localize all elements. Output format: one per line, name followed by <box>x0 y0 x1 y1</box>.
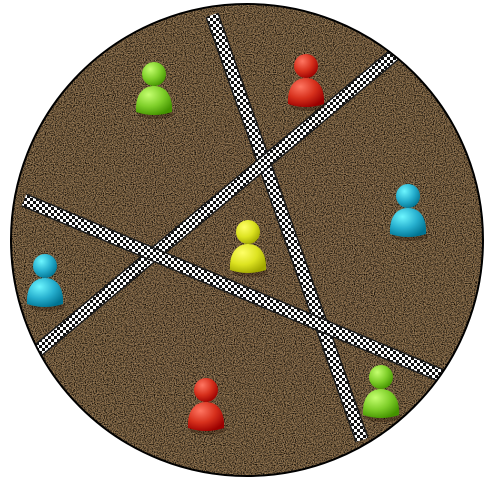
pawn-head <box>33 254 57 278</box>
pawn-head <box>236 220 260 244</box>
pawn-head <box>294 54 318 78</box>
pawn-head <box>194 378 218 402</box>
pawn-head <box>396 184 420 208</box>
pawn-head <box>369 365 393 389</box>
pawn-head <box>142 62 166 86</box>
